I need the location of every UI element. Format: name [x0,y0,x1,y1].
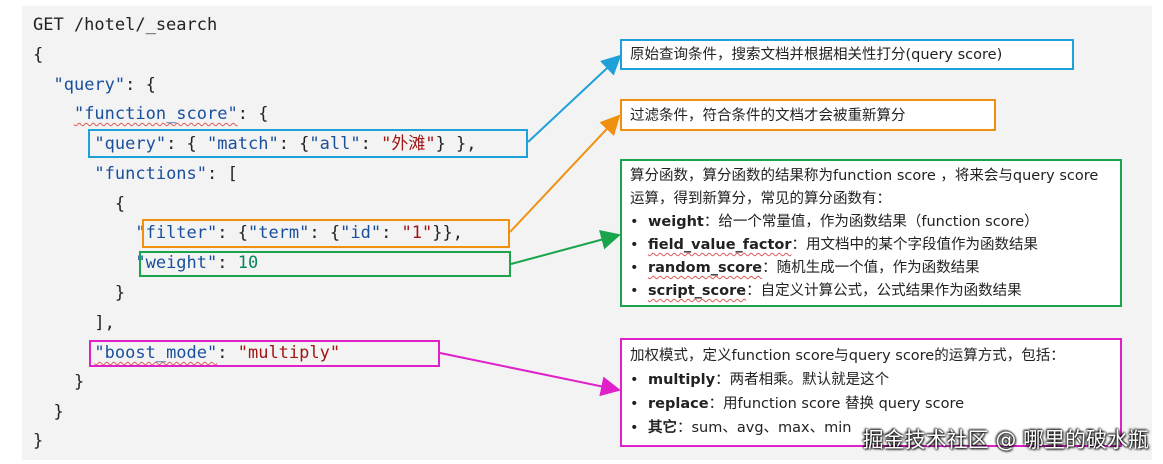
weight-highlight-box [139,251,511,277]
code-close-brace-2: } [33,283,126,303]
boost-item-other: 其它：sum、avg、max、min [630,416,1112,440]
filter-note: 过滤条件，符合条件的文档才会被重新算分 [620,99,996,131]
code-close-bracket: ], [33,313,115,333]
function-item-script-score: script_score：自定义计算公式，公式结果作为函数结果 [630,280,1112,303]
watermark: 掘金技术社区 @ 哪里的破水瓶 [862,428,1149,452]
code-filter-line: "filter": {"term": {"id": "1"}}, [135,223,463,243]
functions-note-intro: 算分函数，算分函数的结果称为function score ，将来会与query … [630,168,1099,207]
code-open-brace-2: { [33,194,126,214]
function-score-key: "function_score" [73,104,238,124]
code-functions-line: "functions": [ [94,164,238,184]
query-key: "query" [53,75,126,95]
code-weight-line: "weight": 10 [135,253,259,273]
boost-mode-note-intro: 加权模式，定义function score与query score的运算方式，包… [630,348,1065,364]
filter-arrow [509,114,621,233]
weight-arrow [510,230,621,265]
boost-item-replace: replace：用function score 替换 query score [630,392,1112,416]
query-note: 原始查询条件，搜索文档并根据相关性打分(query score) [620,39,1074,70]
code-boost-mode-line: "boost_mode": "multiply" [94,343,341,363]
code-close-brace-5: } [33,431,44,451]
function-item-weight: weight：给一个常量值，作为函数结果（function score） [630,211,1112,234]
filter-highlight-box [142,219,510,248]
boost-item-multiply: multiply：两者相乘。默认就是这个 [630,368,1112,392]
boost-mode-highlight-box [89,340,440,367]
code-inner-query-line: "query": { "match": {"all": "外滩"} }, [94,134,477,154]
code-open-brace: { [33,45,44,65]
boost-mode-note: 加权模式，定义function score与query score的运算方式，包… [620,338,1122,447]
function-item-random-score: random_score：随机生成一个值，作为函数结果 [630,257,1112,280]
code-close-brace-4: } [33,402,64,422]
query-arrow [527,54,622,143]
boost-mode-arrow [439,352,621,397]
code-query-line: "query": { [53,75,156,95]
functions-note: 算分函数，算分函数的结果称为function score ，将来会与query … [620,159,1122,307]
request-line: GET /hotel/_search [33,15,218,35]
query-highlight-box [88,129,528,158]
code-function-score-line: "function_score": { [73,104,269,124]
code-close-brace-3: } [33,372,85,392]
function-item-field-value-factor: field_value_factor：用文档中的某个字段值作为函数结果 [630,234,1112,257]
